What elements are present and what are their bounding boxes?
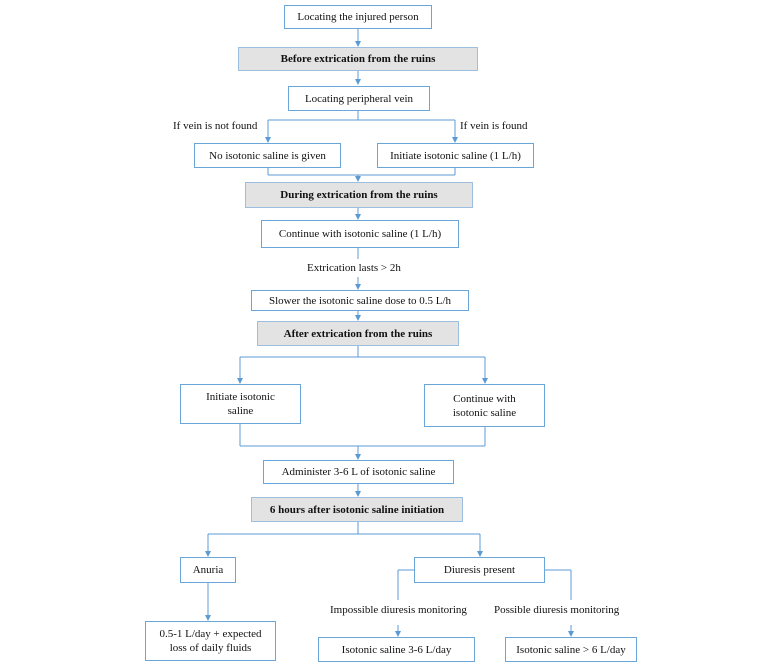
during-extrication-text: During extrication from the ruins — [280, 189, 438, 201]
locate-vein-box: Locating peripheral vein — [288, 86, 430, 111]
initiate-saline-2-text: Initiate isotonic saline — [206, 391, 275, 417]
possible-monitoring-label: Possible diuresis monitoring — [494, 604, 620, 616]
no-saline-box: No isotonic saline is given — [194, 143, 341, 168]
locate-vein-text: Locating peripheral vein — [304, 92, 414, 105]
before-extrication-text: Before extrication from the ruins — [280, 53, 436, 65]
diuresis-present-box: Diuresis present — [414, 557, 545, 583]
extrication-lasts-label: Extrication lasts > 2h — [307, 262, 401, 274]
anuria-fluids-box: 0.5-1 L/day + expected loss of daily flu… — [145, 621, 276, 661]
no-saline-text: No isotonic saline is given — [209, 149, 326, 162]
diuresis-present-text: Diuresis present — [443, 564, 516, 576]
before-extrication-box: Before extrication from the ruins — [238, 47, 478, 71]
initiate-saline-1-text: Initiate isotonic saline (1 L/h) — [390, 149, 521, 162]
locate-person-text: Locating the injured person — [297, 11, 419, 23]
six-hours-box: 6 hours after isotonic saline initiation — [251, 497, 463, 522]
saline-3-6-text: Isotonic saline 3-6 L/day — [341, 643, 452, 656]
saline-gt6-text: Isotonic saline > 6 L/day — [516, 643, 626, 656]
slower-dose-text: Slower the isotonic saline dose to 0.5 L… — [268, 294, 452, 307]
administer-text: Administer 3-6 L of isotonic saline — [281, 466, 436, 478]
after-extrication-box: After extrication from the ruins — [257, 321, 459, 346]
initiate-saline-1-box: Initiate isotonic saline (1 L/h) — [377, 143, 534, 168]
anuria-text: Anuria — [192, 564, 224, 576]
administer-box: Administer 3-6 L of isotonic saline — [263, 460, 454, 484]
anuria-box: Anuria — [180, 557, 236, 583]
anuria-fluids-text: 0.5-1 L/day + expected loss of daily flu… — [159, 628, 262, 654]
continue-saline-1-text: Continue with isotonic saline (1 L/h) — [278, 228, 442, 240]
six-hours-text: 6 hours after isotonic saline initiation — [269, 503, 445, 516]
continue-saline-2-box: Continue with isotonic saline — [424, 384, 545, 427]
impossible-monitoring-label: Impossible diuresis monitoring — [330, 604, 467, 616]
continue-saline-2-text: Continue with isotonic saline — [452, 392, 517, 419]
saline-3-6-box: Isotonic saline 3-6 L/day — [318, 637, 475, 662]
after-extrication-text: After extrication from the ruins — [283, 327, 433, 340]
locate-person-box: Locating the injured person — [284, 5, 432, 29]
vein-found-label: If vein is found — [460, 120, 528, 132]
initiate-saline-2-box: Initiate isotonic saline — [180, 384, 301, 424]
slower-dose-box: Slower the isotonic saline dose to 0.5 L… — [251, 290, 469, 311]
saline-gt6-box: Isotonic saline > 6 L/day — [505, 637, 637, 662]
vein-not-found-label: If vein is not found — [173, 120, 258, 132]
continue-saline-1-box: Continue with isotonic saline (1 L/h) — [261, 220, 459, 248]
during-extrication-box: During extrication from the ruins — [245, 182, 473, 208]
